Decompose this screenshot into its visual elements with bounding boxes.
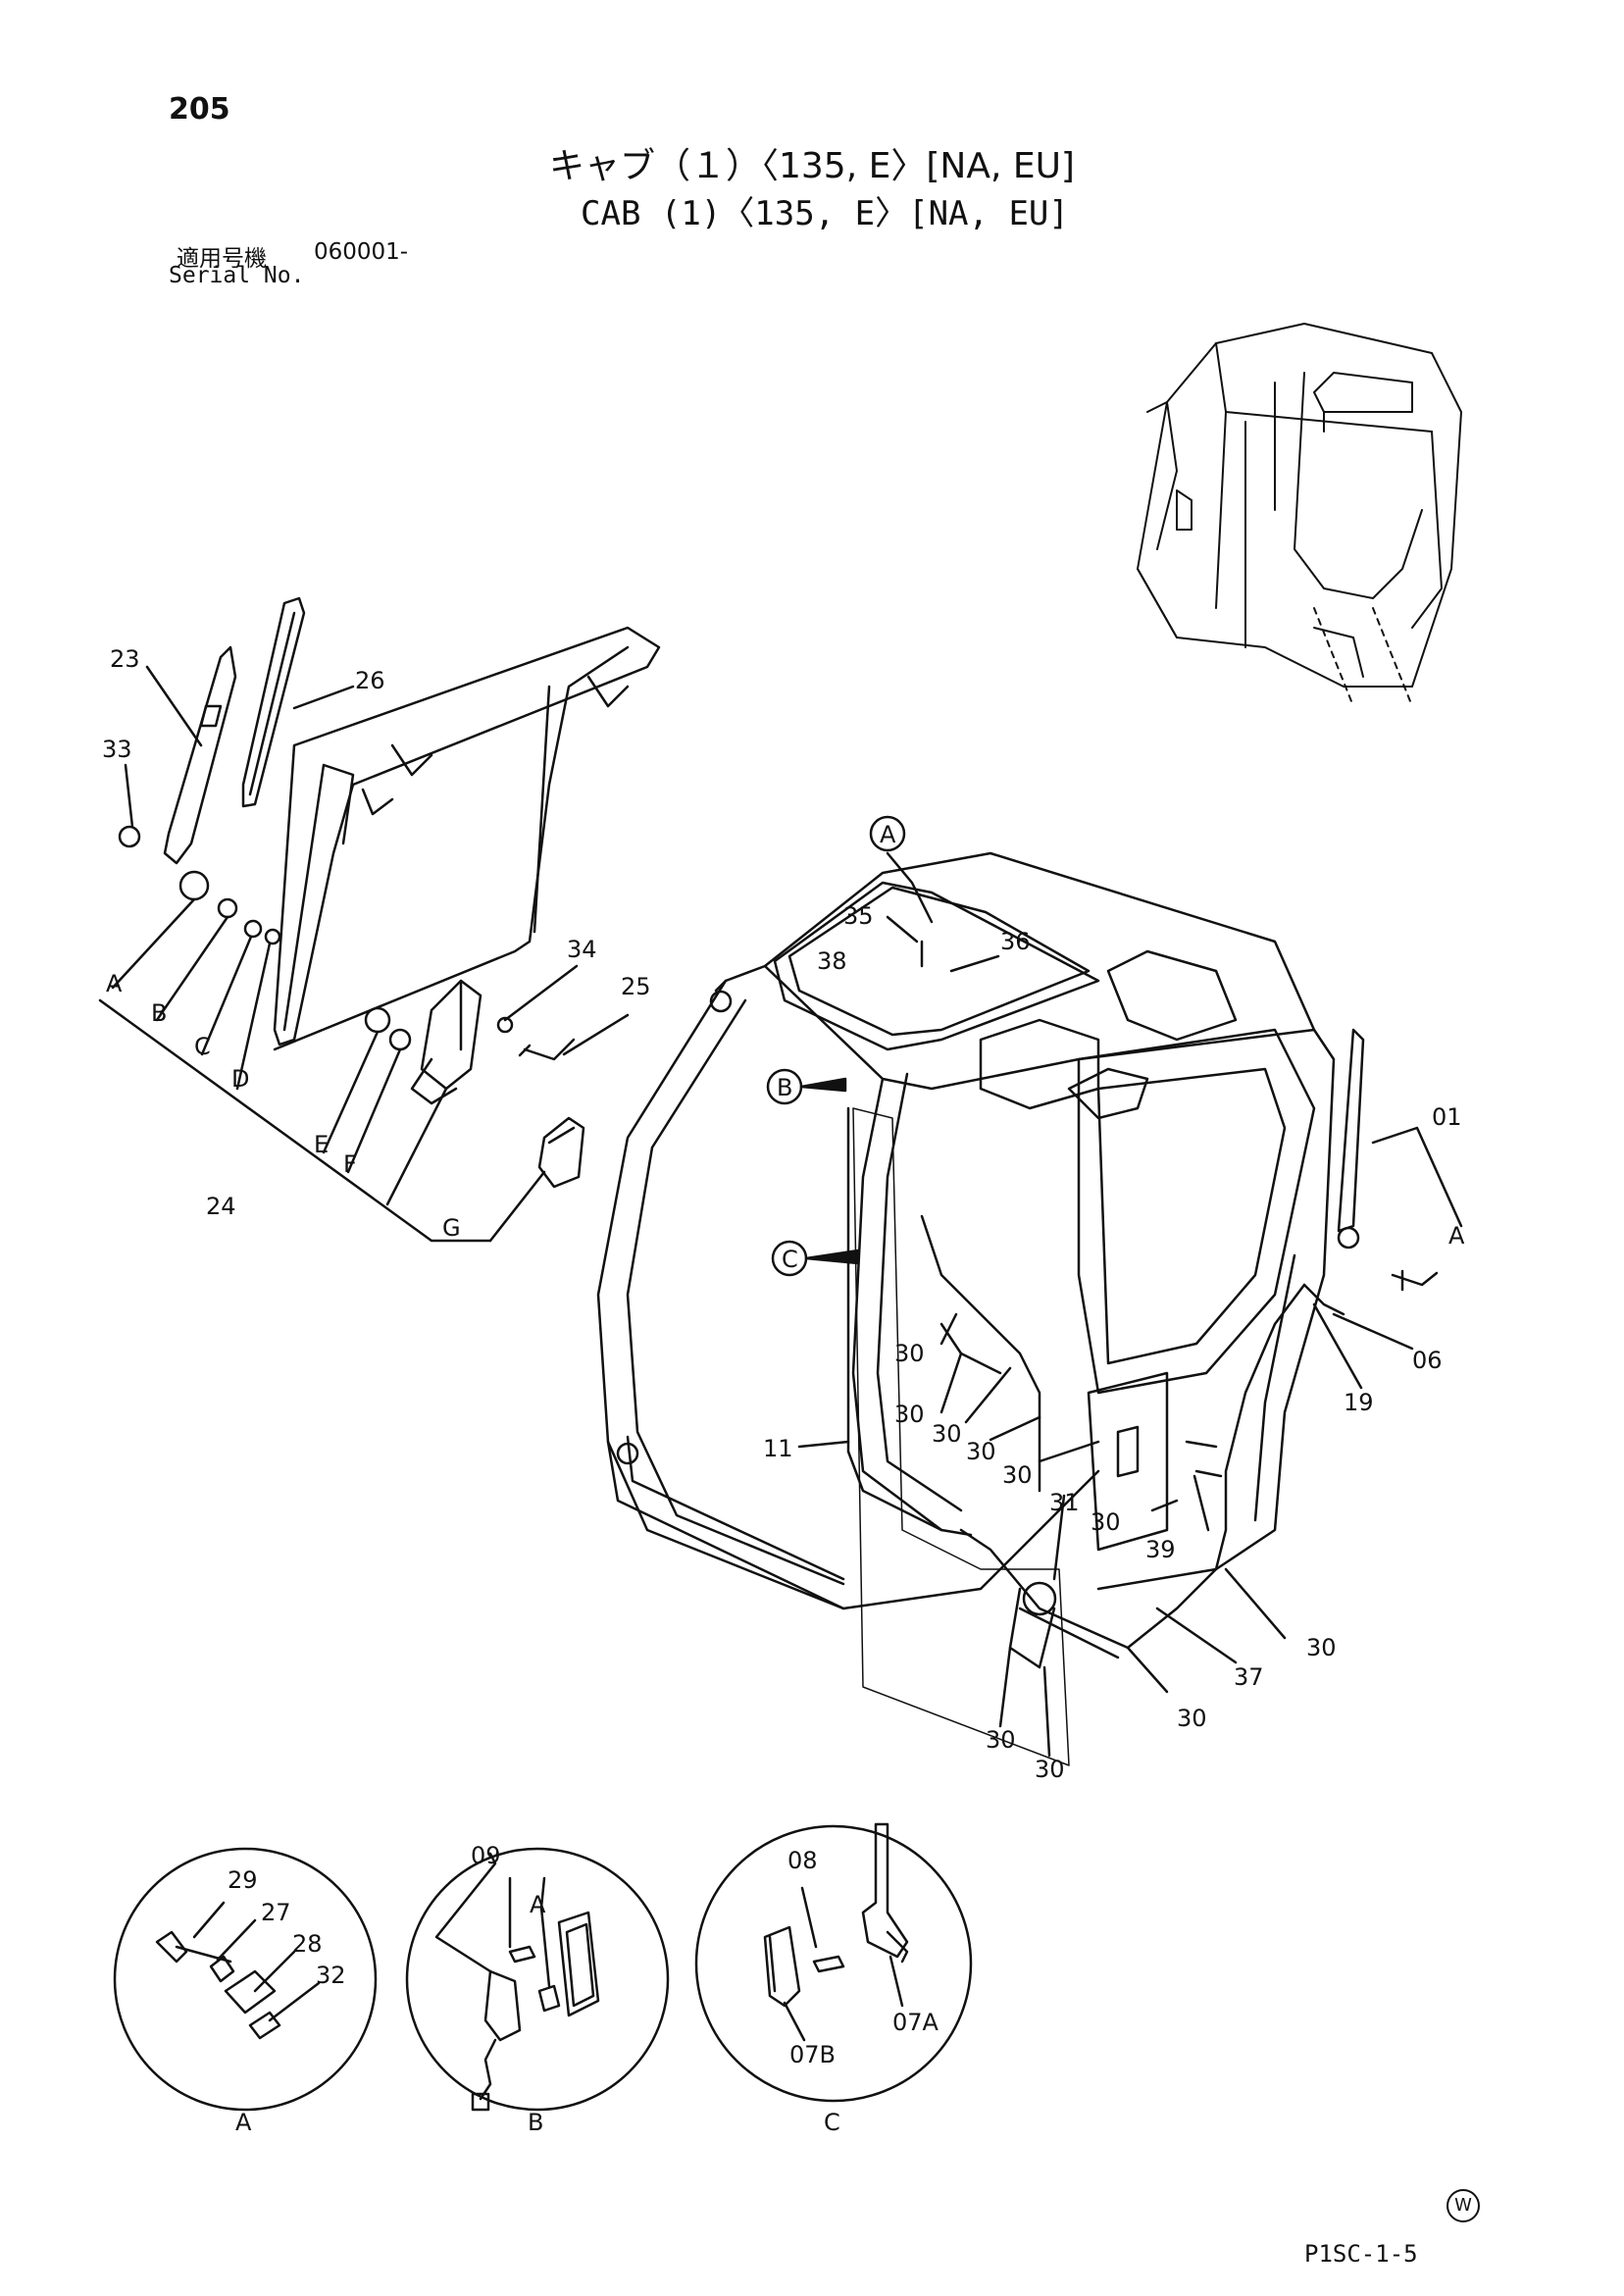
detail-a-callout-32: 32 [316,1962,346,1989]
cab-body [596,851,1463,1766]
callout-letter-b: B [151,999,167,1027]
callout-30: 30 [932,1420,962,1448]
callout-letter-a: A [106,970,123,997]
detail-a-callout-27: 27 [261,1899,291,1926]
detail-c-callout-07b: 07B [789,2041,836,2068]
detail-circle-c [694,1822,973,2103]
detail-b-callout-09: 09 [471,1842,501,1869]
callout-06: 06 [1412,1347,1443,1374]
drawing-code: P1SC-1-5 [1304,2240,1418,2268]
callout-labels: 23 26 33 34 25 24 A B C D E F G 35 36 38… [102,645,1465,2136]
page-title-english: CAB (1)〈135, E〉[NA, EU] [581,194,1069,233]
callout-38: 38 [817,947,847,975]
wiper-assembly [98,596,661,1243]
callout-30: 30 [986,1726,1016,1754]
detail-c-callout-08: 08 [787,1847,818,1874]
reference-cab-thumbnail [1137,323,1462,707]
ref-letter-b: B [777,1074,792,1101]
callout-19: 19 [1344,1389,1374,1416]
callout-11: 11 [763,1435,793,1462]
ref-letter-c: C [782,1246,798,1273]
callout-letter-e: E [314,1131,329,1158]
callout-30: 30 [1035,1756,1065,1783]
ref-letter-a: A [880,821,896,848]
callout-30: 30 [1306,1634,1337,1661]
callout-30: 30 [966,1438,996,1465]
callout-30: 30 [1002,1461,1033,1489]
callout-30: 30 [1177,1705,1207,1732]
callout-35: 35 [843,902,874,930]
ref-marker-a [869,815,906,852]
callout-30: 30 [894,1401,925,1428]
callout-letter-f: F [343,1150,357,1178]
callout-34: 34 [567,936,597,963]
callout-36: 36 [1000,928,1031,955]
page-number: 205 [169,92,230,127]
detail-circle-b [405,1847,670,2112]
callout-26: 26 [355,667,385,694]
detail-a-callout-28: 28 [292,1930,323,1958]
callout-31: 31 [1049,1489,1080,1516]
callout-30: 30 [1091,1508,1121,1536]
detail-c-callout-07a: 07A [892,2009,939,2036]
callout-33: 33 [102,736,132,763]
callout-24: 24 [206,1193,236,1220]
reference-markers [766,815,906,1277]
serial-number-value: 060001- [314,239,409,265]
callout-letter-g: G [442,1214,461,1242]
callout-30: 30 [894,1340,925,1367]
callout-37: 37 [1234,1663,1264,1691]
callout-01: 01 [1432,1103,1462,1131]
detail-a-title: A [235,2109,252,2136]
callout-25: 25 [621,973,651,1000]
callout-39: 39 [1145,1536,1176,1563]
serial-label-english: Serial No. [169,263,305,288]
callout-letter-d: D [231,1065,249,1093]
detail-b-ref-a: A [530,1891,546,1918]
serial-label-japanese: 適用号機 [177,246,267,272]
callout-ref-a: A [1448,1222,1465,1250]
callout-letter-c: C [194,1033,211,1060]
detail-a-callout-29: 29 [228,1866,258,1894]
detail-c-title: C [824,2109,840,2136]
detail-b-title: B [528,2109,543,2136]
circled-w-mark: W [1446,2189,1480,2222]
detail-circle-a [113,1847,378,2112]
callout-23: 23 [110,645,140,673]
page-title-japanese: キャブ（１）〈135, E〉[NA, EU] [549,146,1075,186]
